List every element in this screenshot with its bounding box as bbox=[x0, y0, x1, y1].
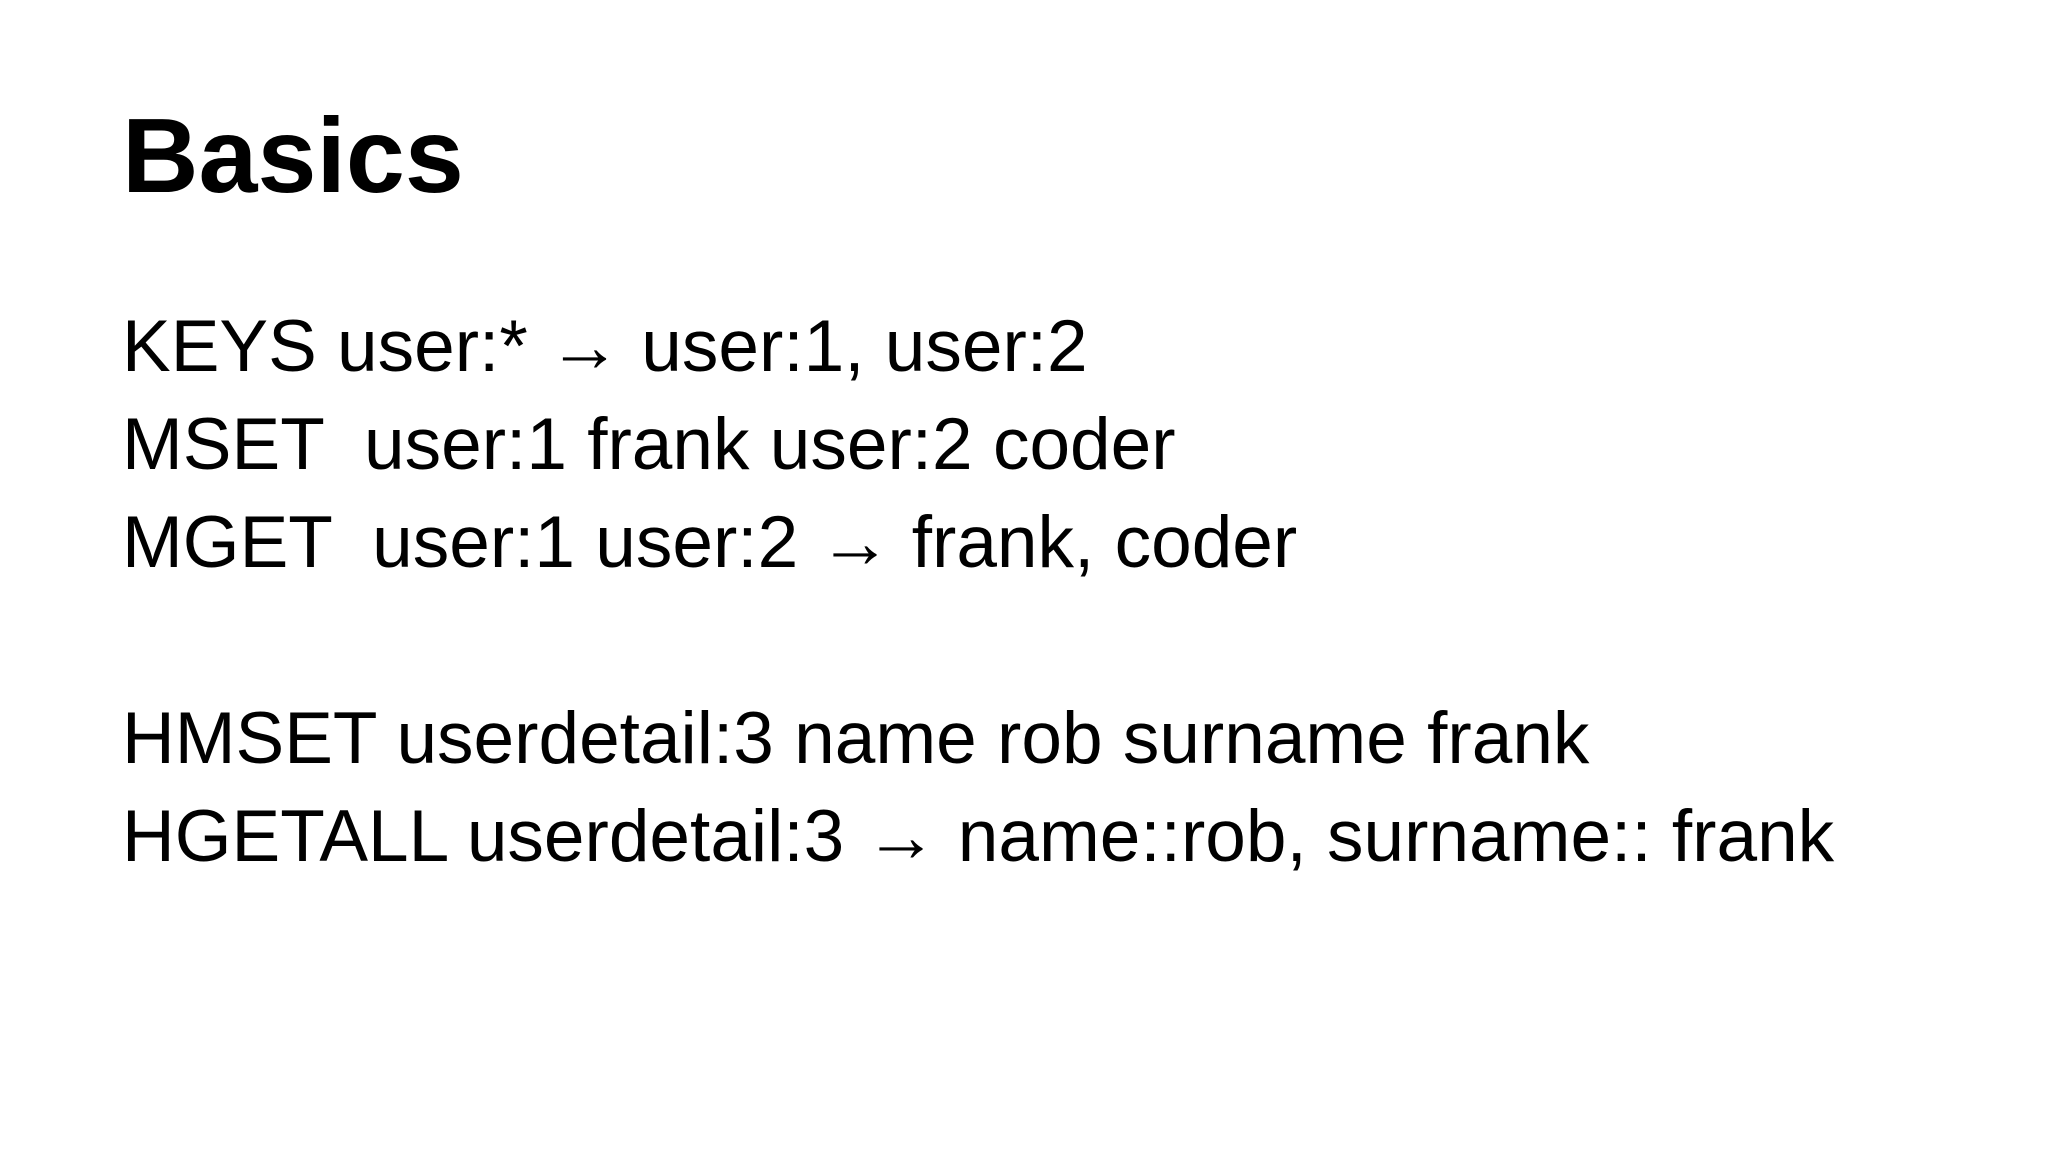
slide-title: Basics bbox=[122, 97, 464, 215]
command-line-keys: KEYS user:* → user:1, user:2 bbox=[122, 306, 1088, 387]
command-line-mget: MGET user:1 user:2 → frank, coder bbox=[122, 502, 1298, 583]
command-line-hmset: HMSET userdetail:3 name rob surname fran… bbox=[122, 698, 1590, 779]
command-list: KEYS user:* → user:1, user:2 MSET user:1… bbox=[122, 298, 1834, 886]
command-line-mset: MSET user:1 frank user:2 coder bbox=[122, 404, 1176, 485]
command-line-hgetall: HGETALL userdetail:3 → name::rob, surnam… bbox=[122, 796, 1835, 877]
blank-line-spacer bbox=[122, 592, 1834, 690]
